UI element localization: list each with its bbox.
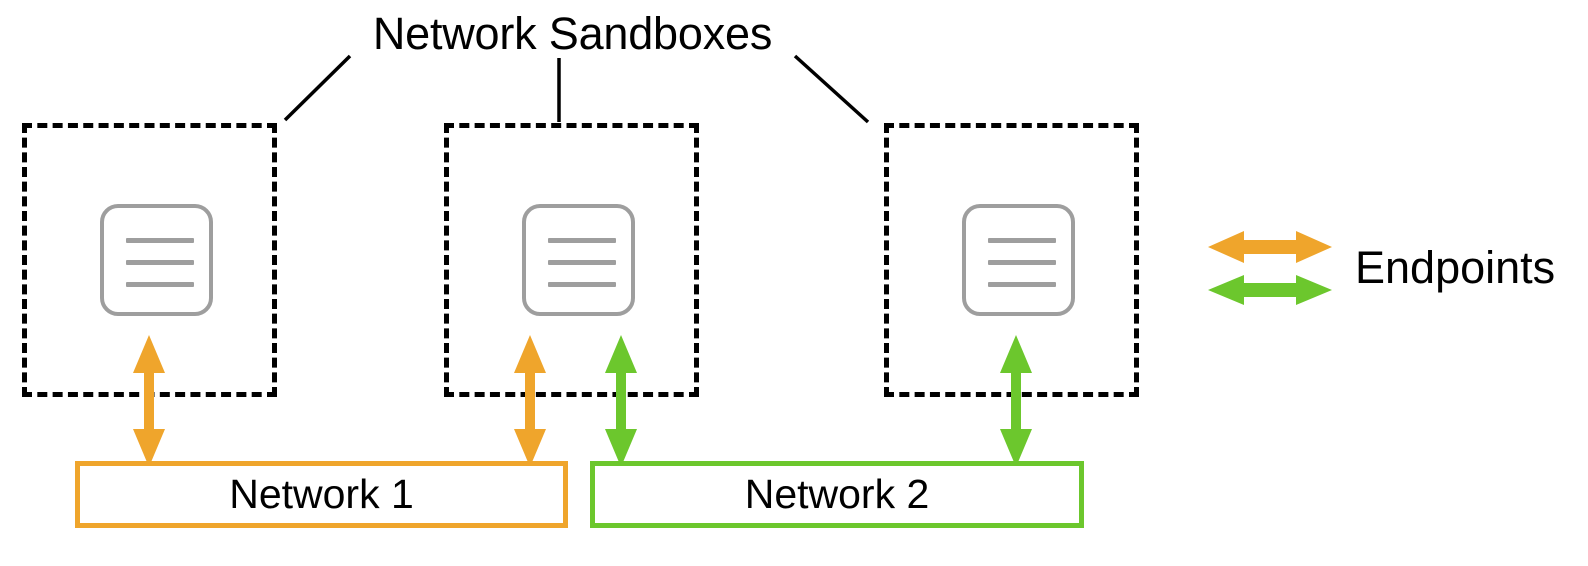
connection-sandbox2-network1 (514, 335, 546, 467)
page-title: Network Sandboxes (372, 8, 773, 59)
icon-line (548, 282, 616, 287)
network-2-box[interactable]: Network 2 (590, 461, 1084, 528)
network-1-label: Network 1 (229, 471, 414, 517)
container-icon (522, 204, 635, 316)
legend-arrow-green (1208, 275, 1332, 305)
icon-line (126, 238, 194, 243)
container-icon (962, 204, 1075, 316)
sandbox-3 (884, 123, 1139, 397)
network-2-label: Network 2 (744, 471, 930, 517)
connection-sandbox2-network2 (605, 335, 637, 467)
container-icon (100, 204, 213, 316)
network-1-box[interactable]: Network 1 (75, 461, 568, 528)
sandbox-2 (444, 123, 699, 397)
icon-line (548, 238, 616, 243)
icon-line (126, 282, 194, 287)
legend-label-endpoints: Endpoints (1355, 242, 1556, 293)
icon-line (988, 260, 1056, 265)
icon-line (988, 238, 1056, 243)
connection-sandbox1-network1 (133, 335, 165, 467)
icon-line (126, 260, 194, 265)
legend-arrow-orange (1208, 231, 1332, 263)
connection-sandbox3-network2 (1000, 335, 1032, 467)
icon-line (988, 282, 1056, 287)
icon-line (548, 260, 616, 265)
